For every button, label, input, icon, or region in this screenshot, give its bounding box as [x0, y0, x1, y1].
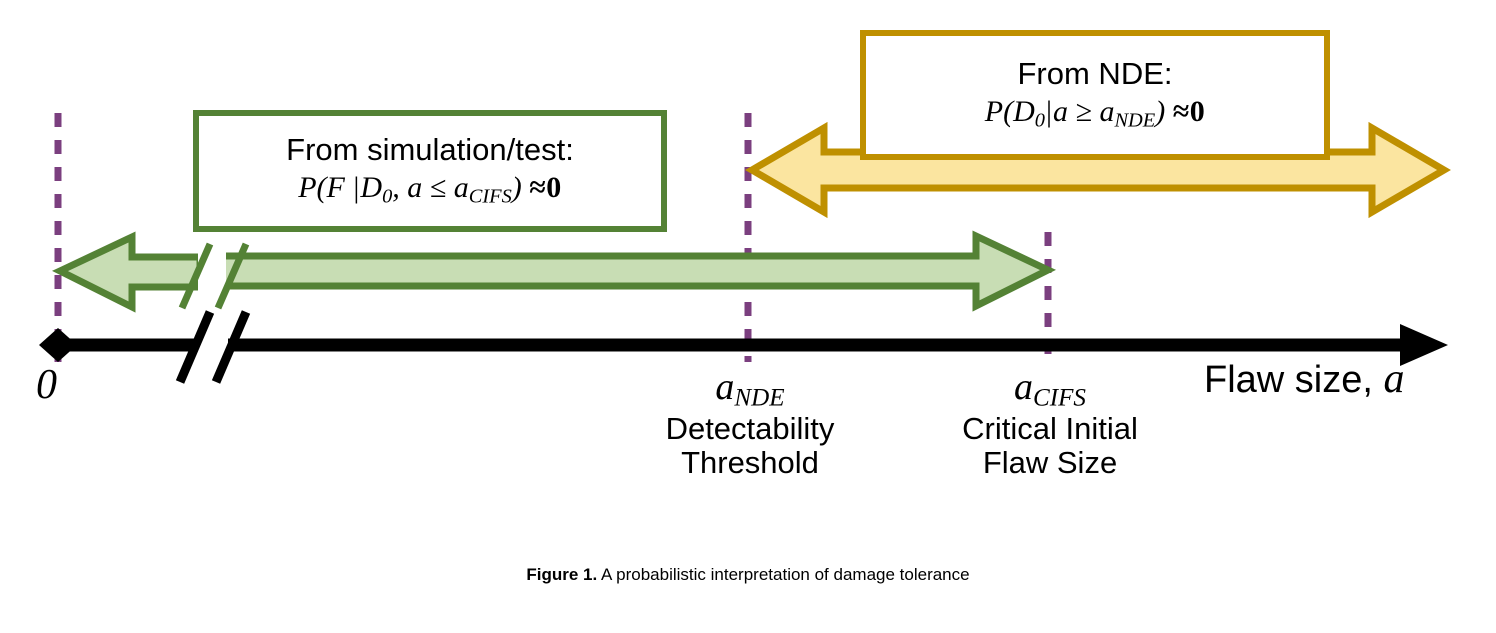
axis-title-text: Flaw size,	[1204, 359, 1384, 401]
callout-nde-formula: P(D0|a ≥ aNDE) ≈0	[985, 95, 1205, 133]
formula-prefix-sub: 0	[1034, 109, 1045, 132]
simulation-range-arrow-right	[218, 230, 1057, 312]
a-nde-desc-line2: Threshold	[681, 445, 819, 481]
callout-simulation-title: From simulation/test:	[286, 131, 574, 167]
callout-simulation-test: From simulation/test: P(F |D0, a ≤ aCIFS…	[193, 110, 667, 232]
formula-close-paren: )	[511, 171, 522, 205]
a-nde-symbol-base: a	[715, 366, 735, 408]
formula-condition: D	[360, 171, 383, 205]
formula-approx-zero: ≈0	[1172, 95, 1206, 129]
formula-middle-sub: NDE	[1114, 109, 1156, 132]
axis-origin-label: 0	[36, 362, 57, 408]
a-cifs-desc-line2: Flaw Size	[982, 445, 1118, 481]
formula-condition-sub: 0	[382, 185, 393, 208]
callout-nde-title: From NDE:	[1017, 55, 1173, 91]
origin-diamond-marker	[39, 328, 77, 362]
formula-prefix: P(F	[298, 171, 353, 205]
formula-conditional-bar: |	[1045, 95, 1052, 129]
simulation-range-arrow-left	[51, 231, 204, 313]
a-nde-symbol-subscript: NDE	[734, 384, 785, 412]
callout-simulation-formula: P(F |D0, a ≤ aCIFS) ≈0	[298, 171, 562, 209]
figure-caption-label: Figure 1.	[526, 565, 598, 584]
a-nde-desc-line1: Detectability	[665, 410, 835, 446]
axis-title: Flaw size, a	[1204, 355, 1404, 403]
formula-conditional-bar: |	[353, 171, 360, 205]
figure-caption: Figure 1. A probabilistic interpretation…	[0, 565, 1496, 585]
formula-middle-sub: CIFS	[468, 185, 512, 208]
formula-prefix: P(D	[984, 95, 1035, 129]
formula-middle: a ≥ a	[1052, 95, 1115, 129]
axis-tick-label-a-cifs: aCIFS Critical Initial Flaw Size	[905, 366, 1195, 481]
axis-tick-label-a-nde: aNDE Detectability Threshold	[605, 366, 895, 481]
nde-range-arrow	[745, 121, 1451, 219]
flaw-size-axis	[39, 310, 1448, 384]
a-cifs-symbol-base: a	[1014, 366, 1034, 408]
axis-title-variable: a	[1383, 356, 1405, 402]
formula-close-paren: )	[1155, 95, 1166, 129]
figure-caption-text: A probabilistic interpretation of damage…	[597, 565, 970, 584]
a-cifs-symbol-subscript: CIFS	[1033, 384, 1086, 412]
formula-approx-zero: ≈0	[529, 171, 562, 205]
a-cifs-symbol: aCIFS	[905, 366, 1195, 412]
callout-nde: From NDE: P(D0|a ≥ aNDE) ≈0	[860, 30, 1330, 160]
formula-middle: , a ≤ a	[392, 171, 469, 205]
a-nde-symbol: aNDE	[605, 366, 895, 412]
green-band-break	[178, 242, 250, 310]
a-cifs-desc-line1: Critical Initial	[962, 410, 1138, 446]
